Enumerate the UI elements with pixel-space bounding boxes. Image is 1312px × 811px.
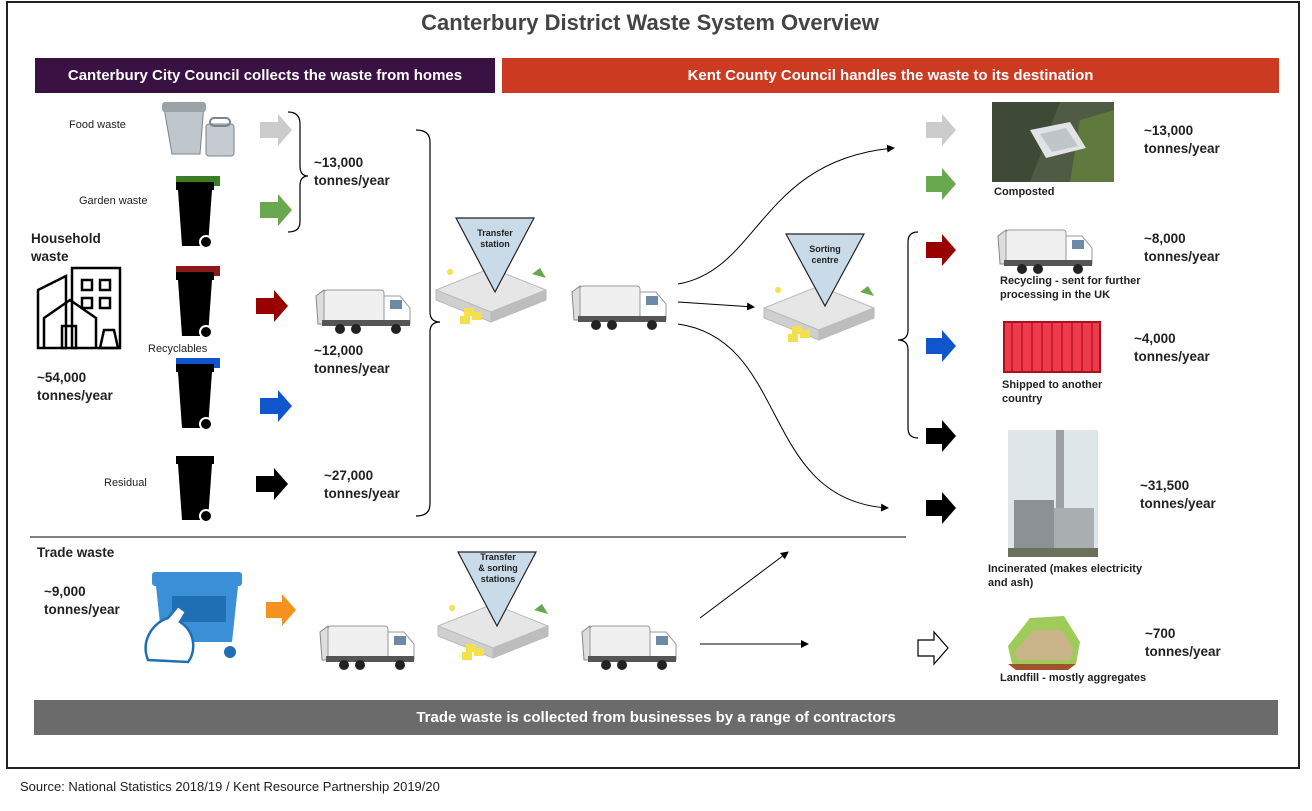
bin-icon — [175, 176, 220, 249]
dest-composted-label: Composted — [994, 186, 1055, 198]
label-household-waste: Household waste — [31, 231, 101, 264]
label-recyclables: Recyclables — [148, 343, 208, 355]
label-garden-waste: Garden waste — [79, 195, 148, 207]
transfer-label-line1: Transfer — [477, 228, 513, 238]
trade-bin-icon — [144, 572, 242, 664]
dest-landfill-amount: ~700 tonnes/year — [1145, 626, 1221, 659]
dest-shipped-label: Shipped to another country — [1002, 379, 1103, 405]
transfer-label-line2: station — [480, 239, 510, 249]
band-county-council: Kent County Council handles the waste to… — [502, 58, 1279, 93]
truck-icon — [581, 625, 677, 671]
dest-incinerated-amount: ~31,500 tonnes/year — [1140, 478, 1216, 511]
trade-transfer-label: Transfer & sorting stations — [478, 552, 518, 584]
dest-composted-amount: ~13,000 tonnes/year — [1144, 123, 1220, 156]
amount-organic: ~13,000 tonnes/year — [314, 155, 390, 188]
incinerator-icon — [1008, 430, 1098, 557]
trade-total: ~9,000 tonnes/year — [44, 584, 120, 617]
label-residual: Residual — [104, 477, 147, 489]
truck-icon — [315, 289, 411, 335]
dest-recycling-amount: ~8,000 tonnes/year — [1144, 231, 1220, 264]
label-food-waste: Food waste — [69, 119, 126, 131]
household-total: ~54,000 tonnes/year — [37, 370, 113, 403]
amount-recyclables: ~12,000 tonnes/year — [314, 343, 390, 376]
bin-icon — [175, 266, 220, 339]
source-note: Source: National Statistics 2018/19 / Ke… — [20, 779, 440, 794]
composting-site-icon — [992, 102, 1114, 182]
truck-icon — [997, 229, 1093, 275]
dest-landfill-label: Landfill - mostly aggregates — [1000, 672, 1147, 684]
truck-icon — [571, 285, 667, 331]
container-icon — [1003, 321, 1101, 373]
landfill-icon — [1008, 616, 1080, 670]
caddy-icon — [162, 102, 235, 157]
house-icon — [36, 266, 122, 350]
diagram-frame — [6, 1, 1300, 769]
sorting-label-line2: centre — [811, 255, 838, 265]
label-trade-waste: Trade waste — [37, 545, 115, 560]
bin-icon — [175, 358, 220, 431]
dest-shipped-amount: ~4,000 tonnes/year — [1134, 331, 1210, 364]
bin-icon — [175, 455, 215, 523]
dest-incinerated-label: Incinerated (makes electricity and ash) — [988, 563, 1143, 589]
amount-residual: ~27,000 tonnes/year — [324, 468, 400, 501]
truck-icon — [319, 625, 415, 671]
band-trade-contractors: Trade waste is collected from businesses… — [34, 700, 1278, 735]
page-title: Canterbury District Waste System Overvie… — [421, 10, 879, 35]
band-city-council: Canterbury City Council collects the was… — [35, 58, 495, 93]
dest-recycling-label: Recycling - sent for further processing … — [1000, 275, 1141, 301]
sorting-label-line1: Sorting — [809, 244, 841, 254]
